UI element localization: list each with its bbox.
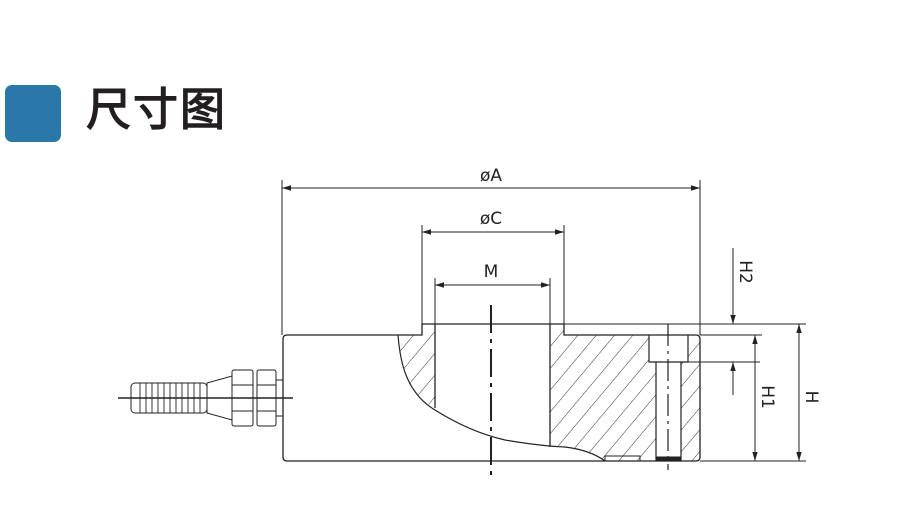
label-h2: H2 bbox=[735, 260, 755, 284]
label-dia-c: øC bbox=[480, 209, 502, 229]
breakout-line bbox=[397, 334, 606, 462]
label-m: M bbox=[484, 262, 499, 282]
section-badge-icon bbox=[5, 85, 61, 142]
label-h1: H1 bbox=[757, 385, 777, 409]
cable-connector bbox=[118, 369, 293, 427]
load-cell-body bbox=[282, 323, 701, 462]
label-dia-a: øA bbox=[480, 166, 502, 186]
section-title: 尺寸图 bbox=[86, 83, 228, 136]
label-h: H bbox=[801, 391, 821, 404]
